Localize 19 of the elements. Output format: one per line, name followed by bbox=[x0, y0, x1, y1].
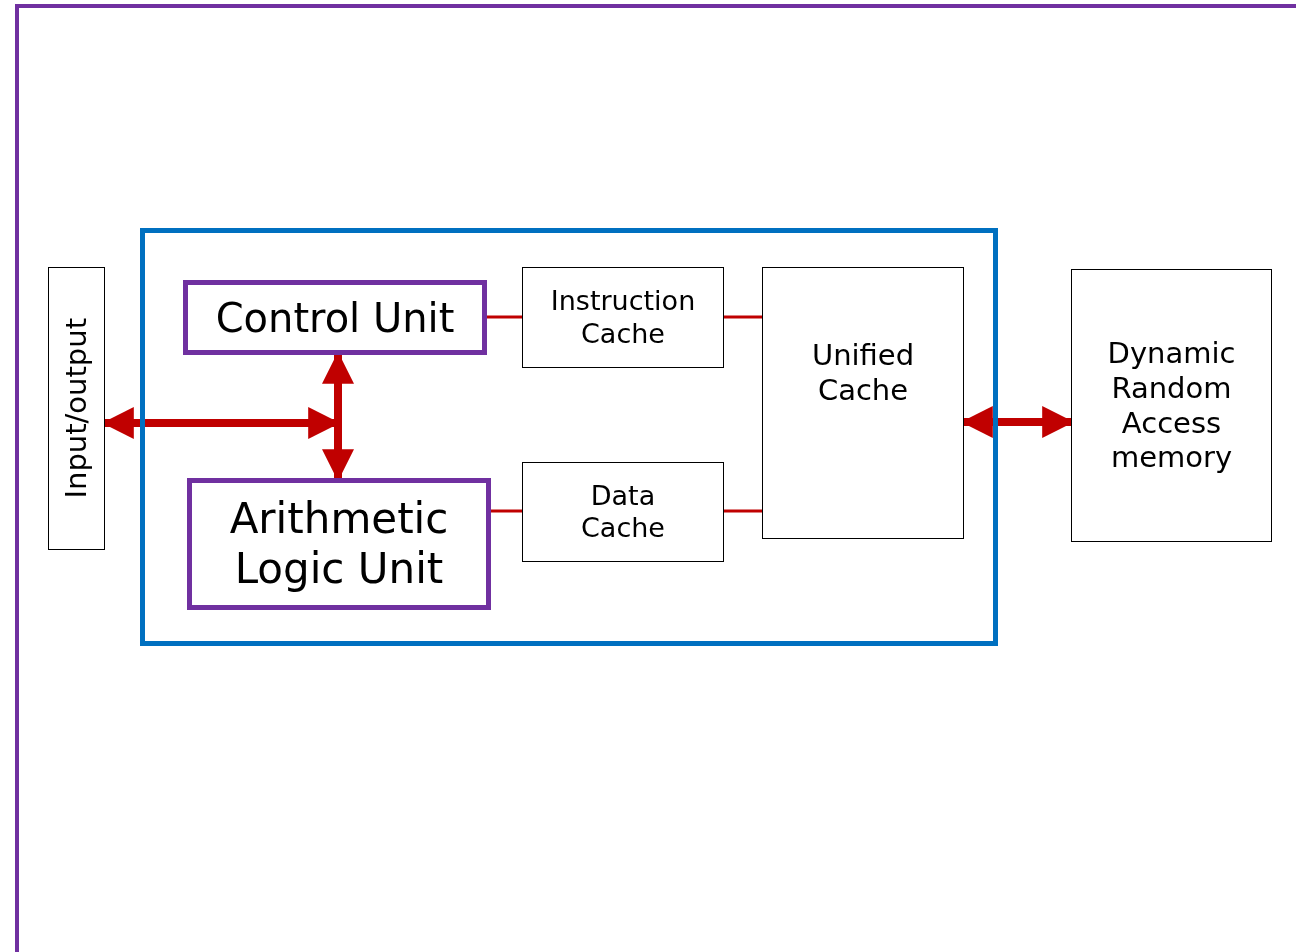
connector-line bbox=[724, 315, 762, 319]
processor-boundary-box bbox=[140, 228, 998, 646]
control-unit-box bbox=[183, 280, 487, 355]
node-label: Instruction Cache bbox=[549, 285, 697, 350]
node-label: Data Cache bbox=[580, 479, 666, 545]
node-label: Unified Cache bbox=[810, 338, 916, 408]
connector-line bbox=[487, 315, 522, 319]
alu-box bbox=[187, 478, 491, 610]
io-box bbox=[48, 267, 105, 550]
node-label: Arithmetic Logic Unit bbox=[228, 493, 450, 595]
node-label: Dynamic Random Access memory bbox=[1106, 335, 1237, 476]
connector-line bbox=[724, 509, 762, 513]
memory-box bbox=[1071, 269, 1272, 542]
node-label: Control Unit bbox=[215, 293, 455, 342]
cache-box bbox=[522, 267, 724, 368]
cache-box bbox=[762, 267, 964, 539]
node-label: Input/output bbox=[59, 318, 94, 499]
connector-line bbox=[491, 509, 522, 513]
cache-box bbox=[522, 462, 724, 562]
